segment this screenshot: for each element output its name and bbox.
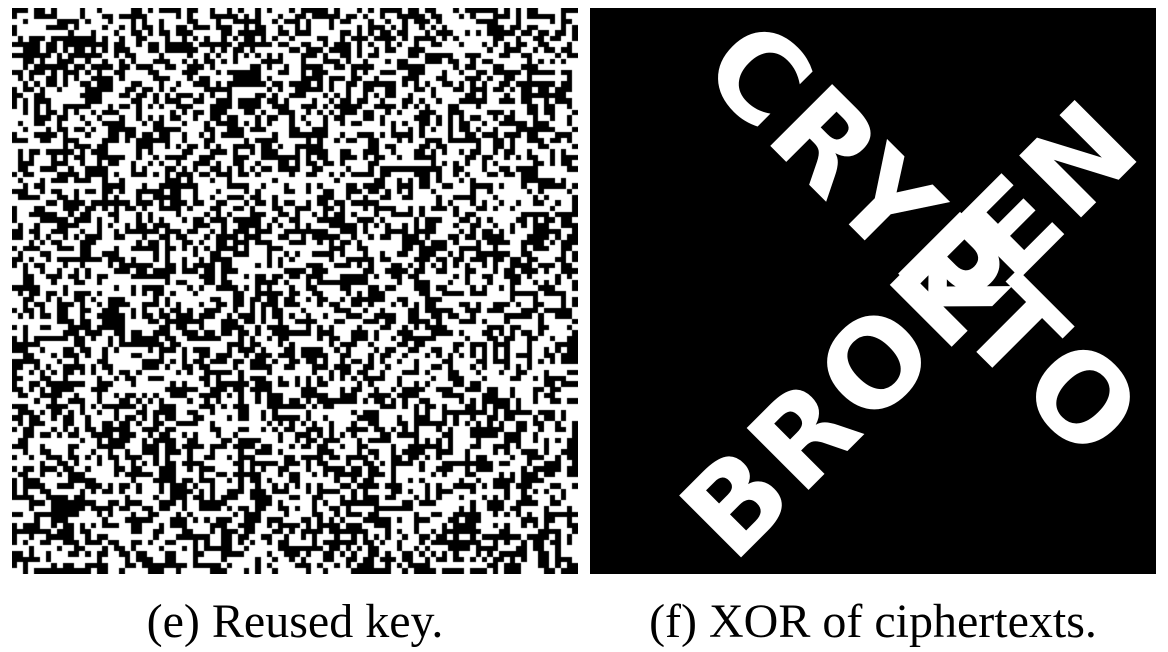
- caption-xor-ciphertexts: (f) XOR of ciphertexts.: [649, 595, 1097, 648]
- reused-key-image: [12, 8, 578, 574]
- caption-reused-key: (e) Reused key.: [146, 595, 444, 648]
- random-noise-pattern: [12, 8, 578, 574]
- xor-ciphertexts-image: CRYPTO BROKEN: [590, 8, 1156, 574]
- xor-overlay-graphic: CRYPTO BROKEN: [590, 8, 1156, 574]
